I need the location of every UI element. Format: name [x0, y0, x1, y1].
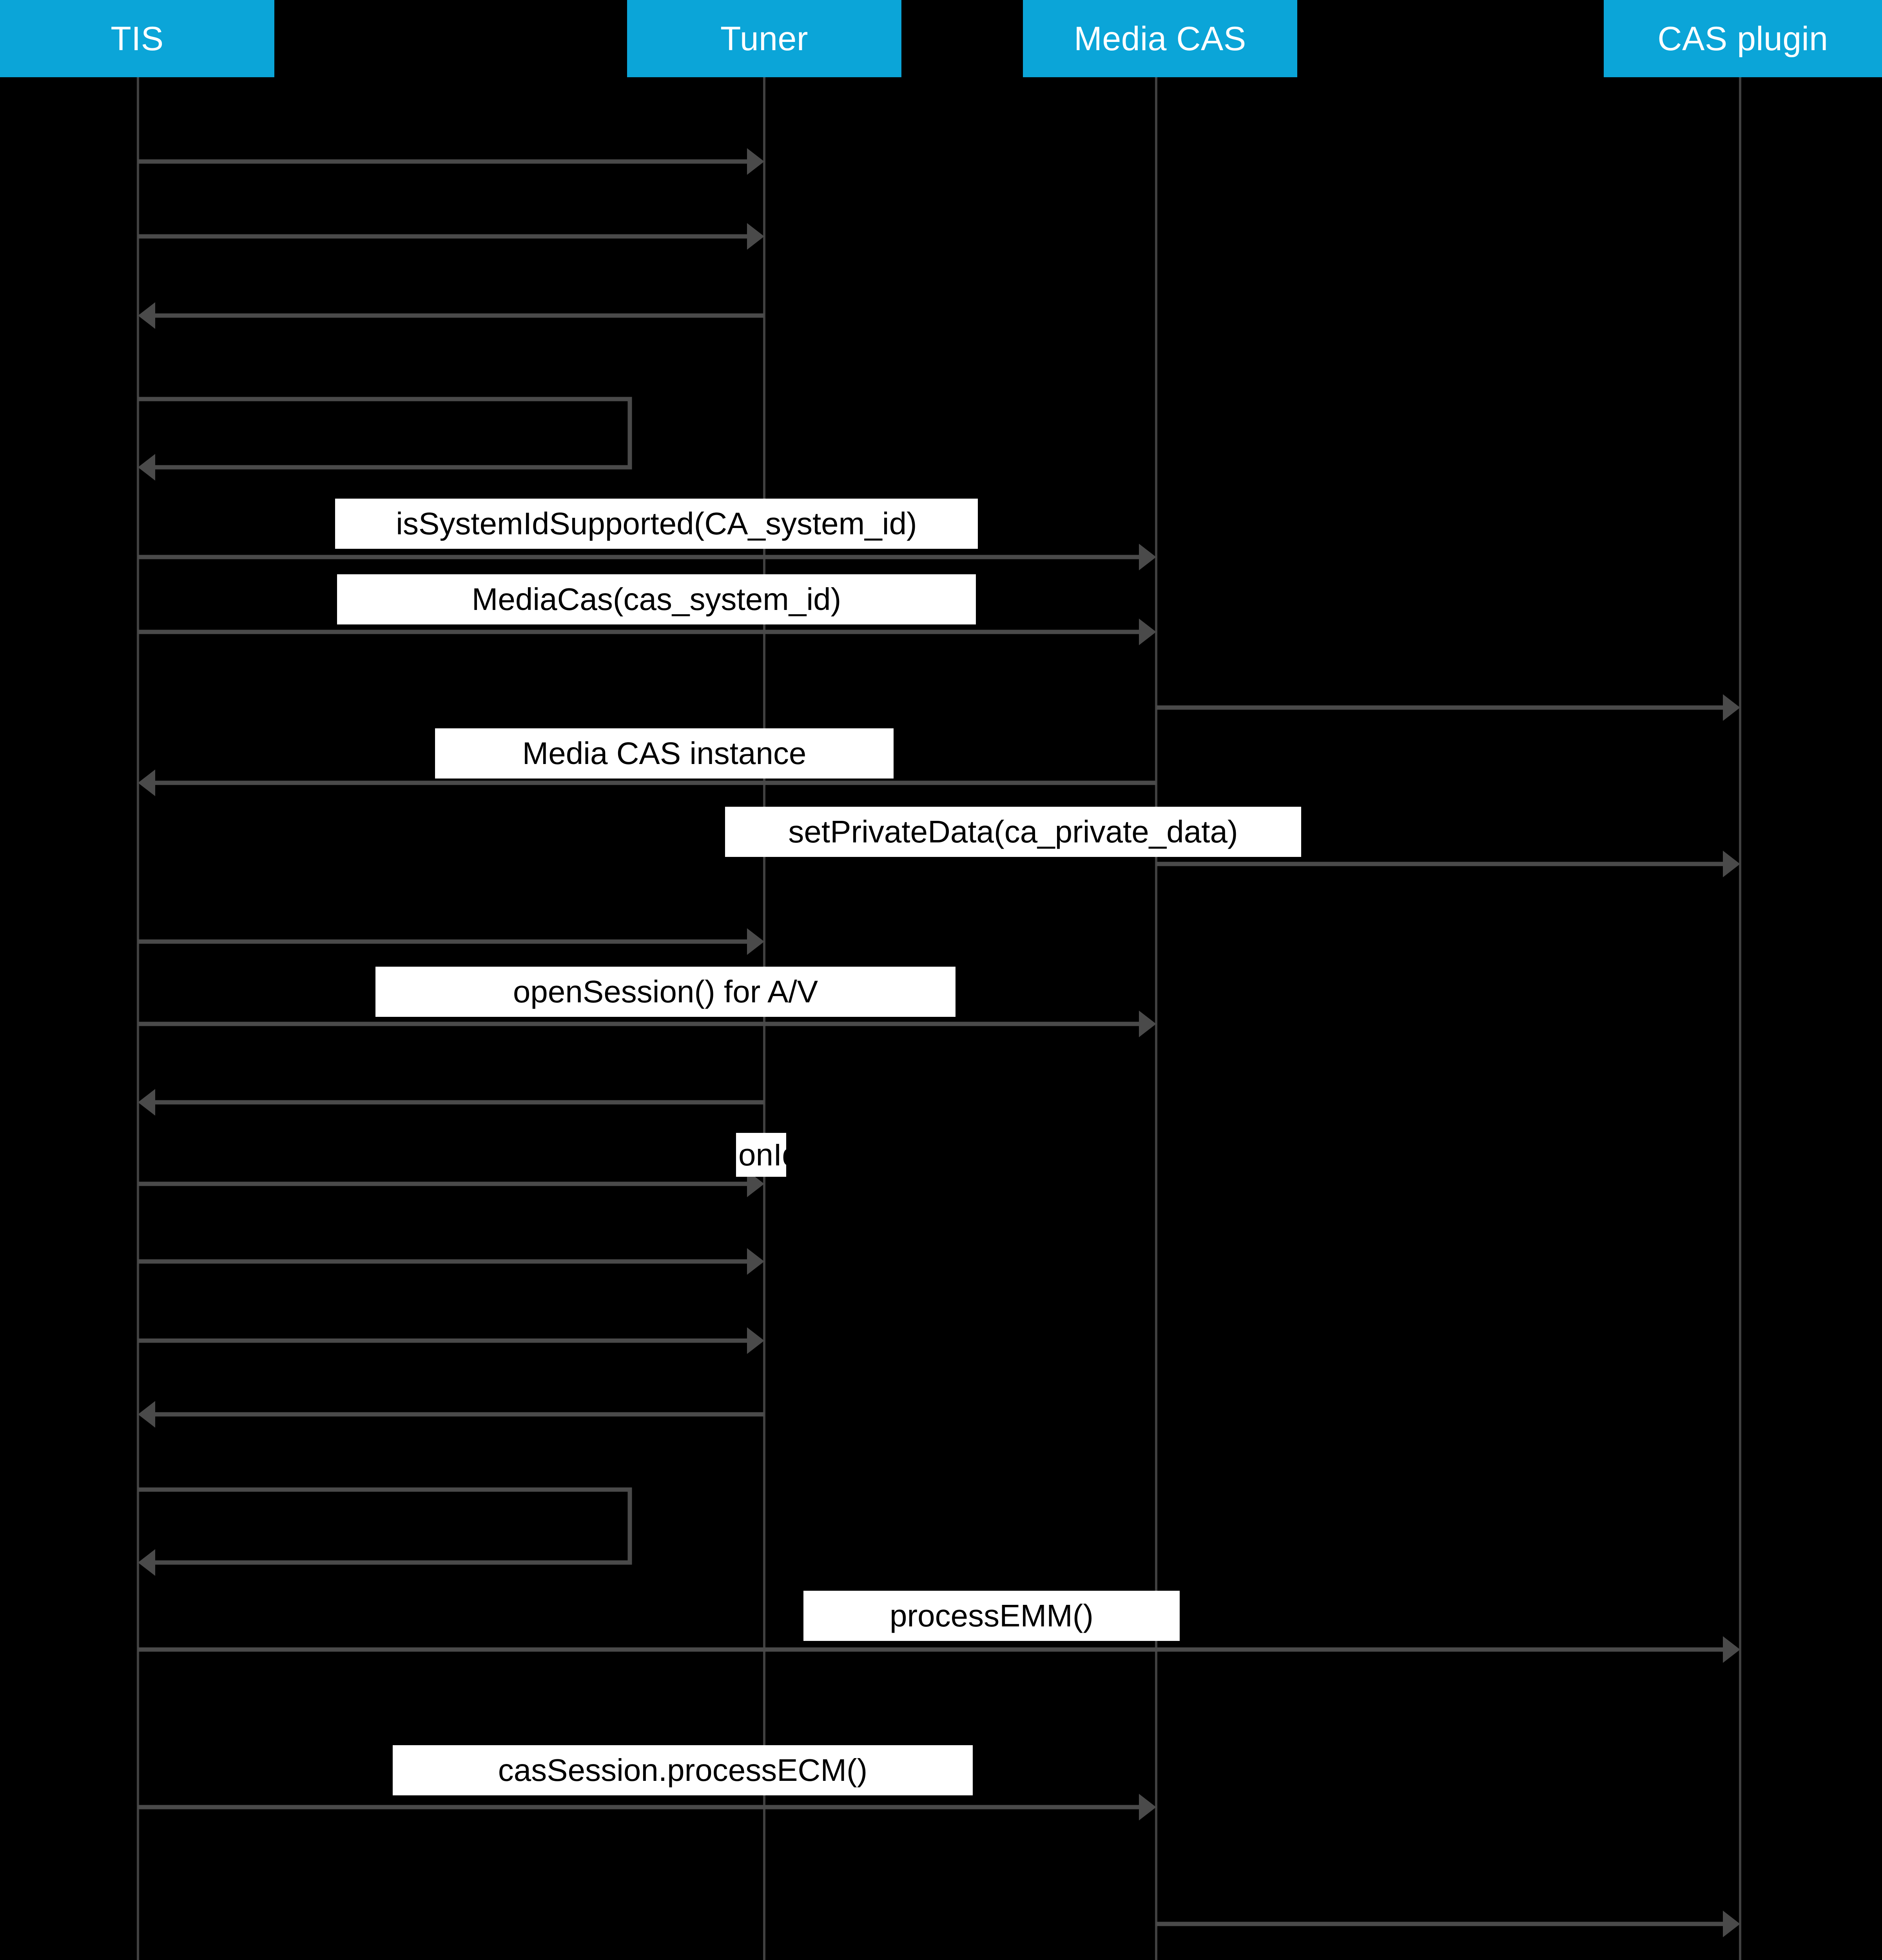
participant-label: CAS plugin — [1657, 20, 1828, 58]
arrowhead — [747, 928, 764, 955]
header-participant-cas-plugin[interactable]: CAS plugin — [1604, 0, 1882, 77]
header-participant-tuner[interactable]: Tuner — [627, 0, 901, 77]
message-label: onId — [736, 1133, 786, 1177]
message-6 — [138, 619, 1156, 645]
header-participant-tis[interactable]: TIS — [0, 0, 274, 77]
message-4 — [138, 397, 632, 481]
self-message-path — [138, 1487, 632, 1565]
message-label: isSystemIdSupported(CA_system_id) — [335, 499, 978, 549]
arrowhead — [747, 148, 764, 175]
arrowhead — [1723, 1636, 1740, 1663]
message-2 — [138, 223, 764, 250]
participant-label: Tuner — [720, 20, 808, 58]
message-label: casSession.processECM() — [393, 1745, 973, 1795]
arrowhead — [747, 1327, 764, 1354]
arrowhead — [1723, 1911, 1740, 1937]
message-18 — [138, 1636, 1740, 1663]
message-3 — [138, 302, 764, 329]
header-participant-media-cas[interactable]: Media CAS — [1023, 0, 1297, 77]
arrowhead — [747, 1248, 764, 1275]
arrowhead — [138, 1549, 155, 1576]
message-label: setPrivateData(ca_private_data) — [725, 807, 1301, 857]
arrowhead — [138, 302, 155, 329]
arrowhead — [747, 223, 764, 250]
message-10 — [138, 928, 764, 955]
message-label: processEMM() — [803, 1591, 1180, 1641]
messages-group — [138, 148, 1740, 1937]
message-label: Media CAS instance — [435, 728, 894, 779]
message-5 — [138, 544, 1156, 570]
message-14 — [138, 1248, 764, 1275]
message-13 — [138, 1171, 764, 1197]
message-1 — [138, 148, 764, 175]
self-message-path — [138, 397, 632, 470]
arrowhead — [1139, 619, 1156, 645]
arrowhead — [138, 769, 155, 796]
arrowhead — [747, 1171, 764, 1197]
arrowhead — [1723, 851, 1740, 877]
arrowhead — [1723, 694, 1740, 721]
arrowhead — [138, 1089, 155, 1116]
message-17 — [138, 1487, 632, 1576]
message-20 — [1156, 1911, 1740, 1937]
arrowhead — [138, 1401, 155, 1428]
arrowhead — [1139, 544, 1156, 570]
message-7 — [1156, 694, 1740, 721]
lifelines-group — [137, 77, 1741, 1960]
message-label: MediaCas(cas_system_id) — [337, 574, 976, 624]
message-label: openSession() for A/V — [375, 967, 956, 1017]
participant-label: Media CAS — [1074, 20, 1246, 58]
message-11 — [138, 1011, 1156, 1037]
message-15 — [138, 1327, 764, 1354]
message-9 — [1156, 851, 1740, 877]
message-19 — [138, 1794, 1156, 1820]
message-16 — [138, 1401, 764, 1428]
message-8 — [138, 769, 1156, 796]
participant-label: TIS — [111, 20, 164, 58]
arrowhead — [138, 454, 155, 481]
arrowhead — [1139, 1794, 1156, 1820]
message-12 — [138, 1089, 764, 1116]
arrowhead — [1139, 1011, 1156, 1037]
